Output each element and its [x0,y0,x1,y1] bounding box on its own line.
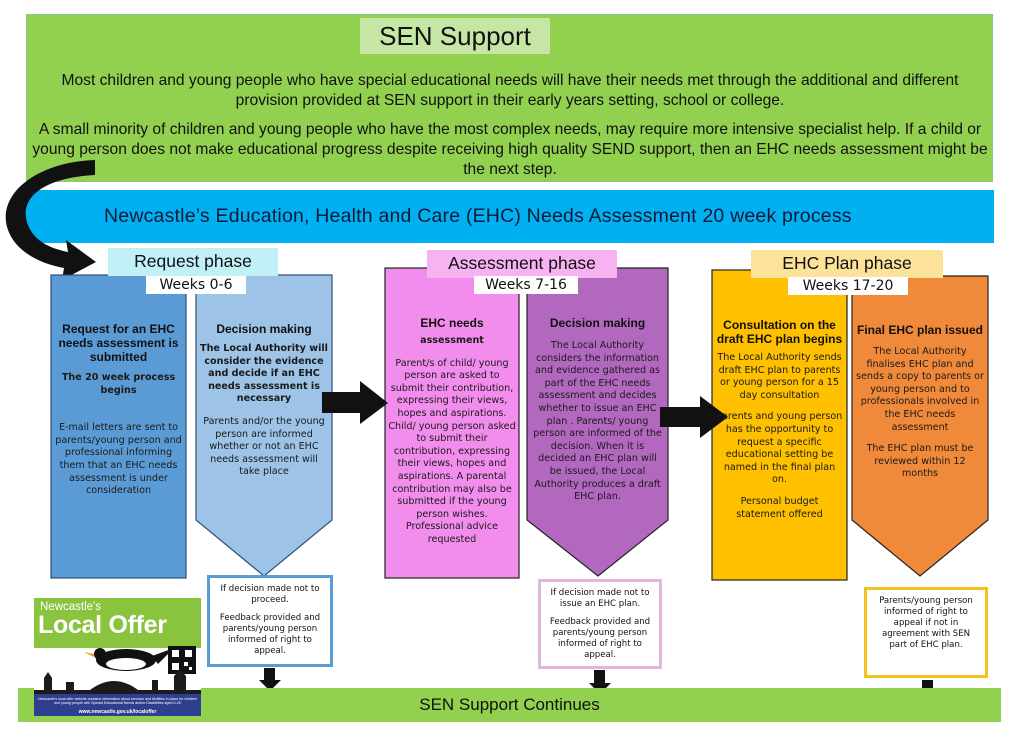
plan-column-1-shape [711,269,848,581]
request-note: If decision made not to proceed. Feedbac… [207,575,333,667]
column-body-2: The EHC plan must be reviewed within 12 … [866,443,974,480]
note-line-2: Feedback provided and parents/young pers… [219,613,321,656]
request-column-1: Request for an EHC needs assessment is s… [53,322,184,498]
column-body-2: Parents and young person has the opportu… [716,411,843,486]
request-column-1-shape [50,274,187,579]
column-body: The Local Authority sends draft EHC plan… [717,352,842,401]
local-offer-logo-title: Local Offer [38,611,167,639]
column-title: EHC needs [420,316,484,330]
column-body: Parents and/or the young person are info… [203,415,325,478]
city-skyline-icon [34,670,201,698]
arrow-right-icon [660,396,728,438]
arrow-down-icon [259,668,281,691]
phase-label-assessment: Assessment phase [427,250,617,278]
request-column-2: Decision making The Local Authority will… [200,322,328,479]
assessment-column-2-shape [526,267,669,577]
phase-label-ehc-plan: EHC Plan phase [751,250,943,278]
note-line-2: Feedback provided and parents/young pers… [549,617,651,660]
column-subtitle: The 20 week process begins [61,372,176,396]
column-body: The Local Authority finalises EHC plan a… [856,346,984,433]
assessment-note: If decision made not to issue an EHC pla… [538,579,662,669]
sen-support-continues-label: SEN Support Continues [419,695,600,714]
plan-note: Parents/young person informed of right t… [864,587,988,678]
column-title: Decision making [216,322,312,336]
phase-weeks-request: Weeks 0-6 [146,276,246,294]
intro-paragraph-2: A small minority of children and young p… [32,121,988,178]
local-offer-logo [34,598,201,716]
page-title: SEN Support [360,18,550,54]
note-line-1: If decision made not to proceed. [220,584,320,605]
phase-weeks-assessment: Weeks 7-16 [474,276,578,294]
local-offer-logo-url: www.newcastle.gov.uk/localoffer [78,709,157,715]
process-banner [24,190,994,243]
curved-arrow-icon [5,160,97,280]
column-body: E-mail letters are sent to parents/young… [55,422,182,497]
column-title: Request for an EHC needs assessment is s… [58,322,179,364]
phase-weeks-ehc-plan: Weeks 17-20 [788,277,908,295]
arrow-right-icon [322,381,388,424]
column-title: Final EHC plan issued [856,323,984,337]
column-title: Consultation on the draft EHC plan begin… [716,318,843,346]
assessment-column-1-shape [384,267,520,579]
plan-column-2: Final EHC plan issued The Local Authorit… [856,323,984,481]
note-line-1: Parents/young person informed of right t… [879,596,973,650]
column-body: Parent/s of child/ young person are aske… [388,357,516,545]
column-title: Decision making [549,316,646,330]
local-offer-logo-caption: Newcastle's local offer website contains… [37,697,198,706]
plan-column-1: Consultation on the draft EHC plan begin… [715,318,844,521]
phase-label-request: Request phase [108,248,278,276]
local-offer-logo-small-text: Newcastle's [40,601,101,613]
plan-column-2-shape [851,275,989,577]
process-banner-title: Newcastle’s Education, Health and Care (… [104,205,852,227]
column-subtitle: The Local Authority will consider the ev… [200,343,328,405]
note-line-1: If decision made not to issue an EHC pla… [550,588,650,609]
column-body: The Local Authority considers the inform… [533,340,662,503]
assessment-column-1: EHC needs assessment Parent/s of child/ … [388,316,516,547]
local-offer-illustration [34,646,201,716]
assessment-column-2: Decision making The Local Authority cons… [531,316,664,504]
column-subtitle: assessment [420,335,484,346]
column-body-3: Personal budget statement offered [736,495,823,520]
request-column-2-shape [195,274,333,577]
intro-paragraph-1: Most children and young people who have … [61,72,959,109]
